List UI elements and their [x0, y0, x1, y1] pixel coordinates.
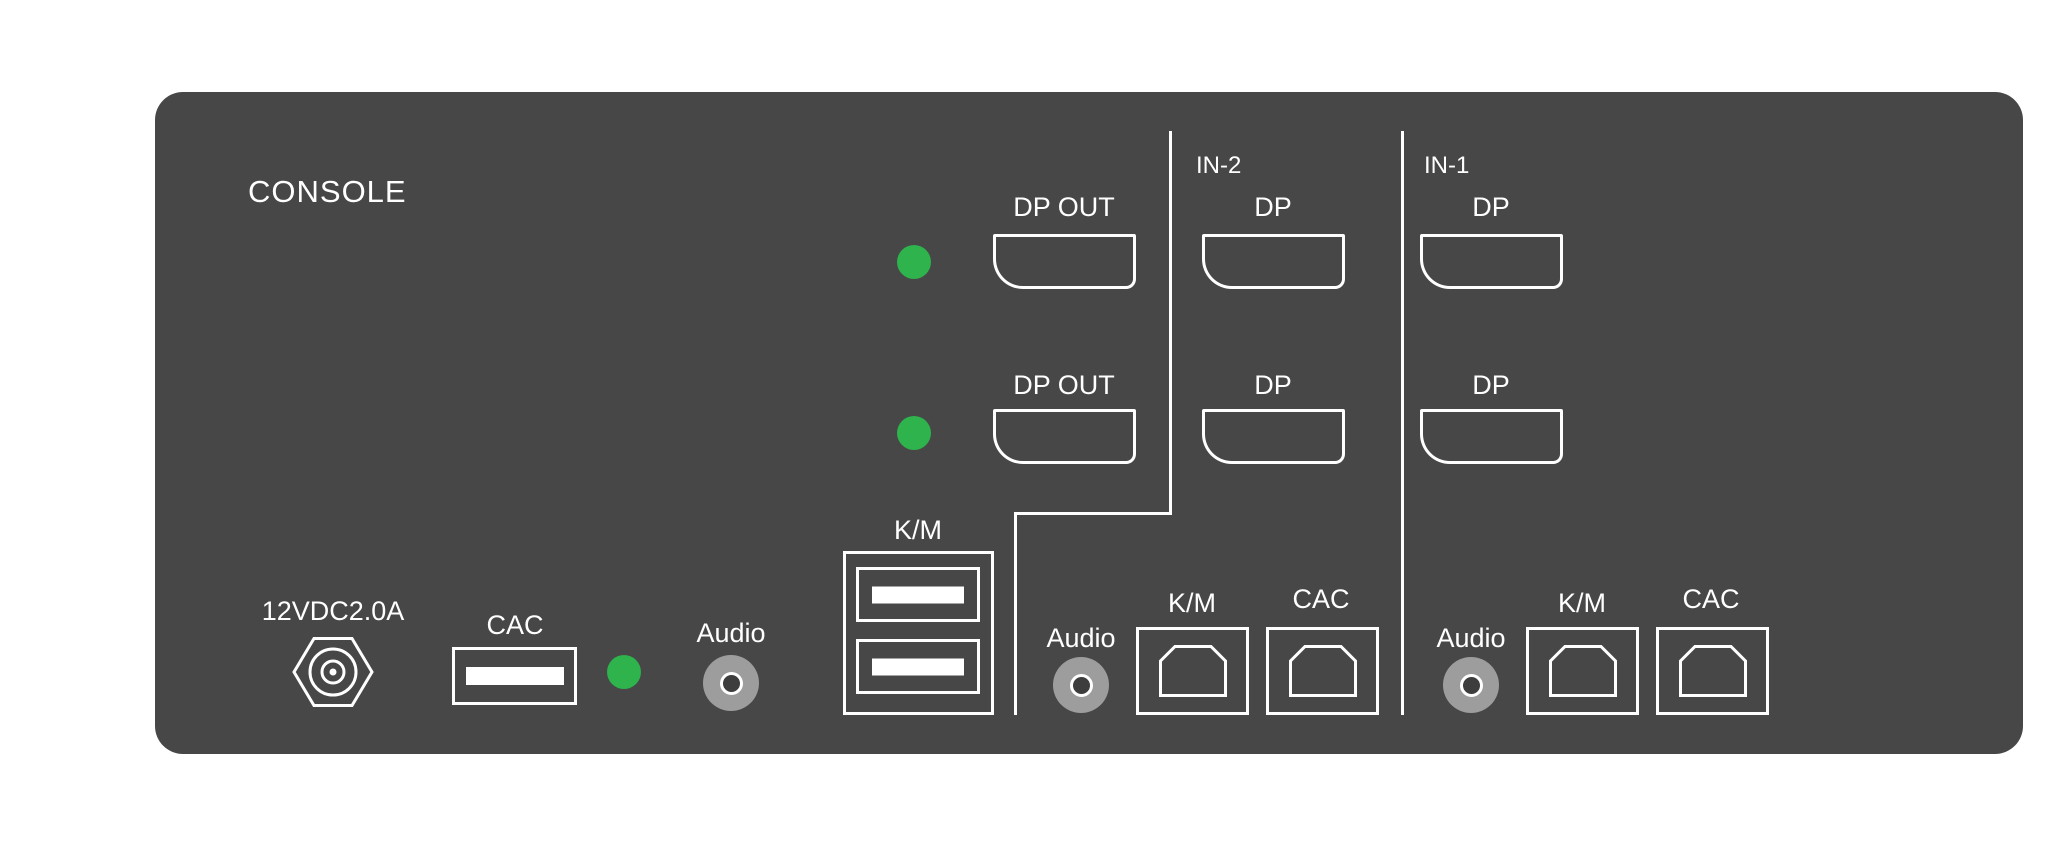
in1-dp-port-2-icon: [1420, 409, 1563, 464]
dp-out-led-2: [897, 416, 931, 450]
audio-jack-pin: [719, 671, 743, 695]
in2-dp-port-2-icon: [1202, 409, 1345, 464]
in2-dp-label-1: DP: [1254, 192, 1292, 222]
in1-dp-label-1: DP: [1472, 192, 1510, 222]
audio-jack-pin: [1069, 673, 1093, 697]
dp-out-label-2: DP OUT: [1013, 370, 1115, 400]
audio-jack-pin: [1459, 673, 1483, 697]
power-label: 12VDC2.0A: [261, 596, 405, 626]
in2-cac-label: CAC: [1292, 584, 1350, 614]
rear-panel: CONSOLE DP OUT DP OUT IN-2 DP DP IN-1 DP…: [155, 92, 2023, 754]
in1-dp-port-1-icon: [1420, 234, 1563, 289]
console-audio-jack-icon: [703, 655, 759, 711]
console-km-port-group: [843, 551, 994, 715]
in2-dp-label-2: DP: [1254, 370, 1292, 400]
in1-audio-label: Audio: [1436, 623, 1506, 653]
divider-in2-vertical: [1169, 131, 1172, 515]
console-audio-label: Audio: [696, 618, 766, 648]
in1-km-usb-b-port-icon: [1526, 627, 1639, 715]
in1-section-label: IN-1: [1424, 152, 1470, 179]
usb-a-tongue: [872, 586, 964, 603]
console-cac-usb-a-port-icon: [452, 647, 577, 705]
dp-out-label-1: DP OUT: [1013, 192, 1115, 222]
dp-out-led-1: [897, 245, 931, 279]
console-cac-label: CAC: [486, 610, 544, 640]
in1-km-label: K/M: [1557, 588, 1607, 618]
divider-in2-step-vertical: [1014, 512, 1017, 715]
in1-audio-jack-icon: [1443, 657, 1499, 713]
dp-out-port-1-icon: [993, 234, 1136, 289]
in1-cac-label: CAC: [1682, 584, 1740, 614]
in2-section-label: IN-2: [1196, 152, 1242, 179]
console-cac-led: [607, 655, 641, 689]
in2-cac-usb-b-port-icon: [1266, 627, 1379, 715]
in1-dp-label-2: DP: [1472, 370, 1510, 400]
console-km-usb-a-port-1-icon: [856, 567, 980, 622]
console-km-label: K/M: [893, 515, 943, 545]
in2-audio-label: Audio: [1046, 623, 1116, 653]
in2-km-label: K/M: [1167, 588, 1217, 618]
in2-dp-port-1-icon: [1202, 234, 1345, 289]
dp-out-port-2-icon: [993, 409, 1136, 464]
divider-in2-step-horizontal: [1014, 512, 1172, 515]
console-section-label: CONSOLE: [248, 174, 407, 209]
in1-cac-usb-b-port-icon: [1656, 627, 1769, 715]
power-jack-icon: [291, 636, 375, 708]
divider-in1-vertical: [1401, 131, 1404, 715]
usb-a-tongue: [465, 667, 564, 685]
in2-km-usb-b-port-icon: [1136, 627, 1249, 715]
usb-a-tongue: [872, 658, 964, 675]
in2-audio-jack-icon: [1053, 657, 1109, 713]
console-km-usb-a-port-2-icon: [856, 639, 980, 694]
